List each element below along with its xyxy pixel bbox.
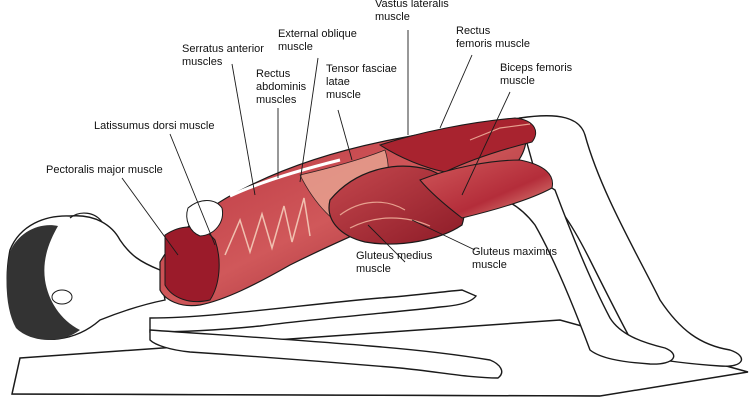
legs [468,115,743,367]
label-rectus-femoris: Rectus femoris muscle [456,25,530,50]
label-external-oblique: External oblique muscle [278,28,357,53]
label-tensor-fasciae-latae: Tensor fasciae latae muscle [326,63,397,101]
leader-rectus-femoris [439,54,473,129]
far-arm [149,289,478,333]
label-biceps-femoris: Biceps femoris muscle [500,62,573,87]
leader-gluteus-medius [367,224,406,263]
label-pectoralis-major: Pectoralis major muscle [46,164,163,176]
near-arm [149,329,503,379]
head [6,212,166,340]
leader-gluteus-maximus [411,219,476,251]
leader-biceps-femoris [461,91,511,196]
label-rectus-abdominis: Rectus abdominis muscles [256,68,307,106]
label-vastus-lateralis: Vastus lateralis muscle [375,0,449,23]
label-gluteus-medius: Gluteus medius muscle [356,250,433,275]
thigh-muscles [378,117,554,219]
label-gluteus-maximus: Gluteus maximus muscle [472,246,557,271]
leader-pectoralis-major [121,177,179,256]
label-serratus-anterior: Serratus anterior muscles [182,43,264,68]
leader-latissimus-dorsi [169,133,216,246]
leader-serratus-anterior [231,63,256,196]
leader-tensor-fasciae-latae [337,109,353,161]
label-latissimus-dorsi: Latissumus dorsi muscle [94,120,215,132]
leader-external-oblique [299,57,319,183]
leader-lines [121,30,511,263]
